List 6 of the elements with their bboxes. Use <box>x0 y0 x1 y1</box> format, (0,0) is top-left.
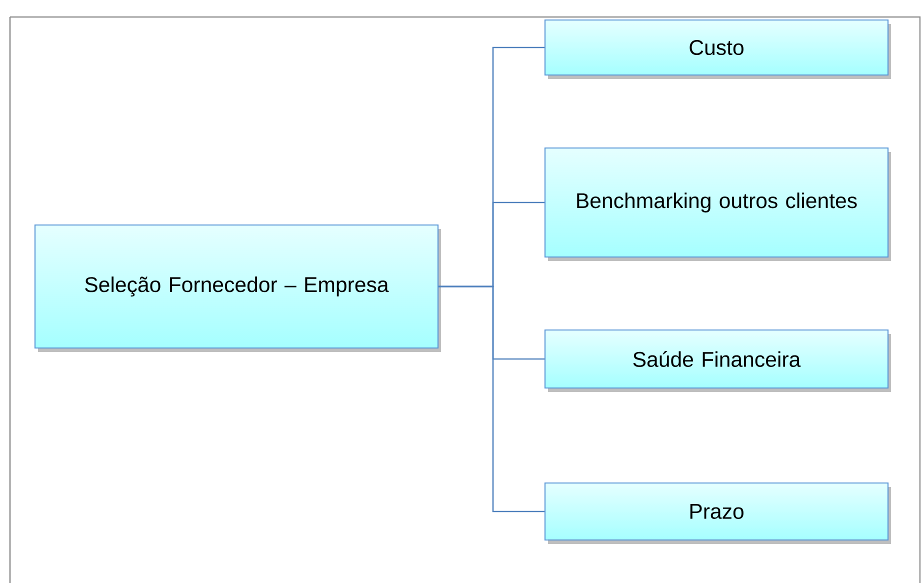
category-box: Saúde Financeira <box>544 329 891 392</box>
connector <box>438 286 544 512</box>
category-box: Seleção Fornecedor – Empresa <box>34 224 441 352</box>
category-box: Prazo <box>544 482 891 544</box>
category-box: Benchmarking outros clientes <box>544 147 891 261</box>
category-box: Custo <box>544 19 891 79</box>
